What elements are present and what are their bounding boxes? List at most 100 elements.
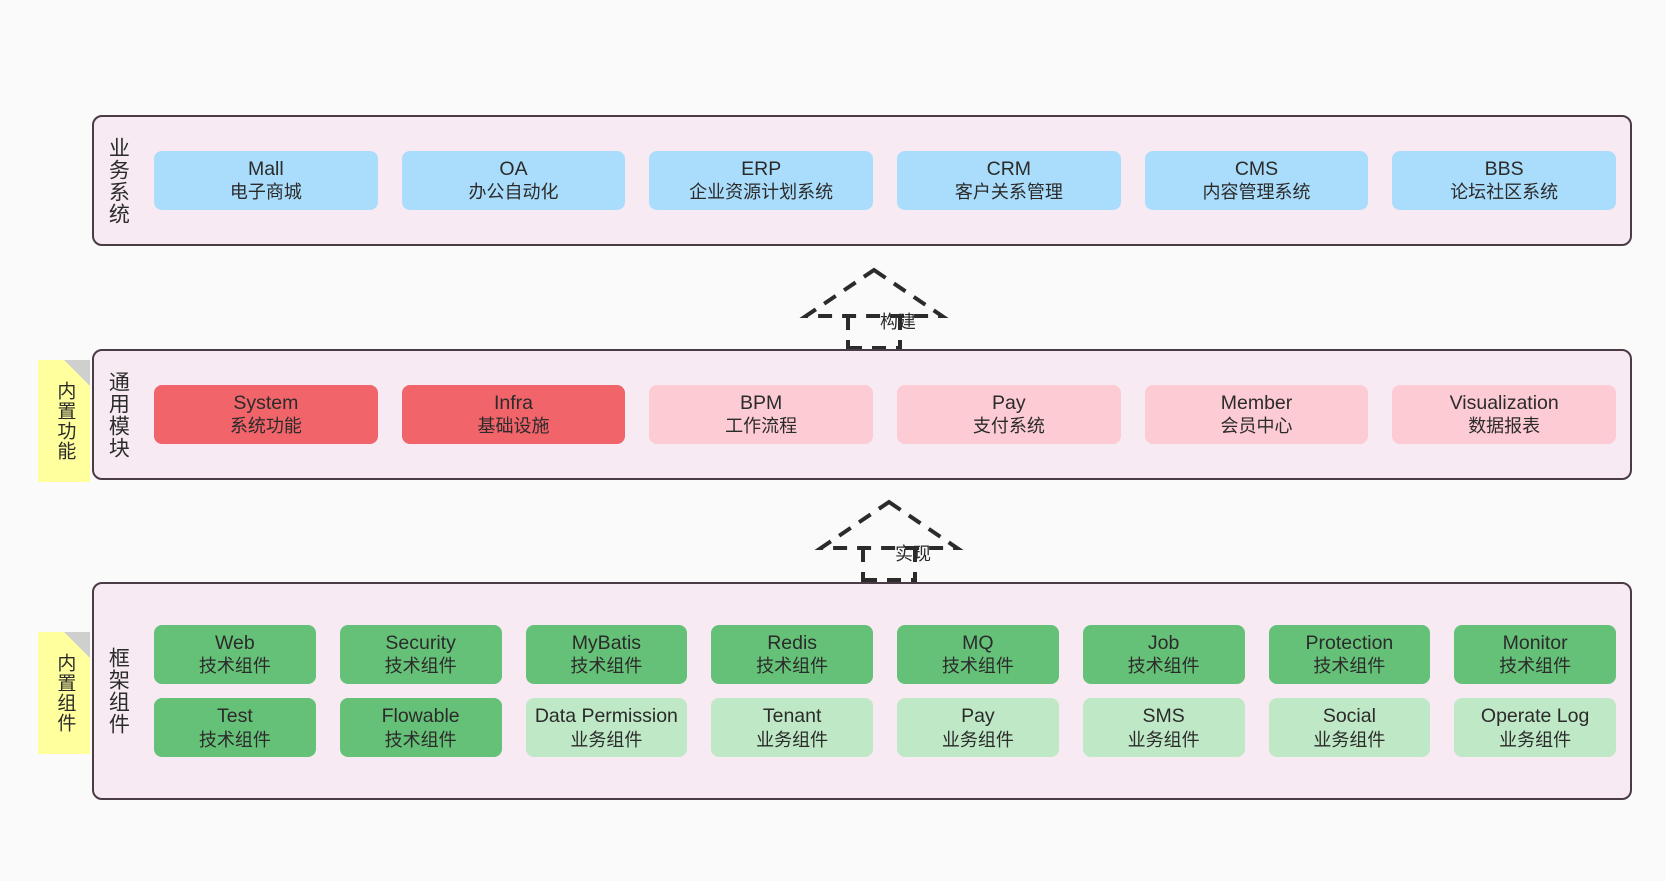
box-redis[interactable]: Redis 技术组件 bbox=[711, 624, 873, 684]
box-title-cn: 工作流程 bbox=[725, 416, 798, 437]
box-title-en: Flowable bbox=[381, 705, 460, 727]
box-member[interactable]: Member 会员中心 bbox=[1144, 384, 1369, 445]
box-title-en: Member bbox=[1220, 391, 1293, 414]
box-title-cn: 技术组件 bbox=[756, 656, 829, 677]
box-cms[interactable]: CMS 内容管理系统 bbox=[1144, 150, 1369, 211]
box-title-cn: 业务组件 bbox=[1127, 729, 1200, 750]
box-title-en: Visualization bbox=[1449, 391, 1559, 414]
box-pay-component[interactable]: Pay 业务组件 bbox=[897, 698, 1059, 758]
box-title-cn: 支付系统 bbox=[972, 416, 1045, 437]
box-title-en: Job bbox=[1147, 631, 1180, 654]
box-flowable[interactable]: Flowable 技术组件 bbox=[339, 698, 502, 758]
box-row: System 系统功能 Infra 基础设施 BPM 工作流程 Pay 支付系统… bbox=[154, 384, 1617, 445]
box-title-cn: 业务组件 bbox=[570, 729, 643, 750]
box-title-cn: 会员中心 bbox=[1220, 416, 1293, 437]
box-visualization[interactable]: Visualization 数据报表 bbox=[1392, 384, 1617, 445]
box-title-cn: 数据报表 bbox=[1468, 416, 1541, 437]
box-title-cn: 技术组件 bbox=[1499, 656, 1572, 677]
box-title-en: System bbox=[233, 391, 299, 414]
box-bbs[interactable]: BBS 论坛社区系统 bbox=[1392, 150, 1617, 211]
box-title-cn: 技术组件 bbox=[384, 729, 457, 750]
box-tenant[interactable]: Tenant 业务组件 bbox=[711, 698, 873, 758]
box-title-en: BPM bbox=[740, 391, 783, 414]
box-oa[interactable]: OA 办公自动化 bbox=[401, 150, 626, 211]
box-title-en: Protection bbox=[1305, 631, 1394, 654]
connector-label-implement: 实现 bbox=[895, 544, 931, 564]
box-title-cn: 业务组件 bbox=[1313, 729, 1386, 750]
box-title-en: BBS bbox=[1484, 157, 1524, 180]
box-title-en: CMS bbox=[1234, 157, 1279, 180]
box-title-cn: 技术组件 bbox=[198, 656, 271, 677]
box-title-en: Infra bbox=[493, 391, 534, 414]
box-title-cn: 电子商城 bbox=[229, 182, 302, 203]
box-title-cn: 技术组件 bbox=[1127, 656, 1200, 677]
box-title-en: MyBatis bbox=[571, 631, 642, 654]
box-infra[interactable]: Infra 基础设施 bbox=[401, 384, 626, 445]
layer-body-business-systems: Mall 电子商城 OA 办公自动化 ERP 企业资源计划系统 CRM 客户关系… bbox=[140, 117, 1630, 244]
box-title-en: Monitor bbox=[1502, 631, 1568, 654]
box-title-en: Pay bbox=[961, 705, 995, 727]
layer-body-common-modules: System 系统功能 Infra 基础设施 BPM 工作流程 Pay 支付系统… bbox=[140, 351, 1630, 478]
layer-body-framework-components: Web 技术组件 Security 技术组件 MyBatis 技术组件 Redi… bbox=[140, 584, 1630, 798]
layer-title-framework-components: 框架组件 bbox=[106, 647, 130, 735]
box-erp[interactable]: ERP 企业资源计划系统 bbox=[649, 150, 874, 211]
box-title-cn: 技术组件 bbox=[198, 729, 271, 750]
connector-build: 构建 bbox=[799, 267, 949, 350]
layer-business-systems: 业务系统 Mall 电子商城 OA 办公自动化 ERP 企业资源计划系统 CRM… bbox=[92, 115, 1632, 246]
box-title-en: Pay bbox=[992, 391, 1026, 414]
box-title-en: ERP bbox=[741, 157, 782, 180]
box-title-cn: 论坛社区系统 bbox=[1450, 182, 1559, 203]
box-title-cn: 客户关系管理 bbox=[954, 182, 1063, 203]
box-social[interactable]: Social 业务组件 bbox=[1268, 698, 1431, 758]
layer-framework-components: 框架组件 Web 技术组件 Security 技术组件 MyBatis 技术组件… bbox=[92, 582, 1632, 800]
note-label: 内置功能 bbox=[54, 381, 76, 461]
box-sms[interactable]: SMS 业务组件 bbox=[1082, 698, 1245, 758]
box-system[interactable]: System 系统功能 bbox=[154, 384, 378, 445]
note-label: 内置组件 bbox=[54, 653, 76, 733]
box-title-en: Mall bbox=[247, 157, 284, 180]
box-title-en: OA bbox=[499, 157, 528, 180]
box-title-en: Redis bbox=[767, 631, 818, 654]
box-web[interactable]: Web 技术组件 bbox=[154, 624, 316, 684]
box-title-cn: 技术组件 bbox=[941, 656, 1014, 677]
generalization-arrow-icon bbox=[799, 267, 949, 350]
connector-label-build: 构建 bbox=[880, 312, 916, 332]
box-protection[interactable]: Protection 技术组件 bbox=[1268, 624, 1431, 684]
layer-title-common-modules: 通用模块 bbox=[106, 370, 130, 459]
box-job[interactable]: Job 技术组件 bbox=[1082, 624, 1245, 684]
box-operate-log[interactable]: Operate Log 业务组件 bbox=[1454, 698, 1616, 758]
box-title-en: CRM bbox=[986, 157, 1032, 180]
box-row: Web 技术组件 Security 技术组件 MyBatis 技术组件 Redi… bbox=[154, 624, 1616, 684]
box-title-en: SMS bbox=[1142, 705, 1185, 727]
box-mq[interactable]: MQ 技术组件 bbox=[897, 624, 1059, 684]
box-title-en: Social bbox=[1322, 705, 1376, 727]
box-mybatis[interactable]: MyBatis 技术组件 bbox=[525, 624, 688, 684]
box-data-permission[interactable]: Data Permission 业务组件 bbox=[525, 698, 688, 758]
box-title-cn: 系统功能 bbox=[229, 416, 302, 437]
box-security[interactable]: Security 技术组件 bbox=[339, 624, 502, 684]
note-fold-corner-icon bbox=[64, 632, 90, 658]
box-title-en: Data Permission bbox=[534, 705, 678, 727]
box-title-cn: 办公自动化 bbox=[468, 182, 559, 203]
box-title-en: MQ bbox=[962, 631, 994, 654]
box-title-en: Web bbox=[215, 631, 255, 654]
box-title-en: Tenant bbox=[762, 705, 822, 727]
box-title-cn: 基础设施 bbox=[477, 416, 550, 437]
layer-common-modules: 通用模块 System 系统功能 Infra 基础设施 BPM 工作流程 Pay… bbox=[92, 349, 1632, 480]
box-crm[interactable]: CRM 客户关系管理 bbox=[897, 150, 1121, 211]
box-title-cn: 技术组件 bbox=[1313, 656, 1386, 677]
box-title-cn: 业务组件 bbox=[1499, 729, 1572, 750]
layer-title-business-systems: 业务系统 bbox=[106, 136, 130, 225]
box-pay-module[interactable]: Pay 支付系统 bbox=[897, 384, 1121, 445]
box-title-en: Test bbox=[216, 705, 253, 727]
generalization-arrow-icon bbox=[814, 499, 964, 582]
box-title-en: Security bbox=[385, 631, 456, 654]
box-test[interactable]: Test 技术组件 bbox=[154, 698, 316, 758]
box-monitor[interactable]: Monitor 技术组件 bbox=[1454, 624, 1616, 684]
box-mall[interactable]: Mall 电子商城 bbox=[154, 150, 378, 211]
box-row: Test 技术组件 Flowable 技术组件 Data Permission … bbox=[154, 698, 1616, 758]
box-bpm[interactable]: BPM 工作流程 bbox=[649, 384, 874, 445]
box-row: Mall 电子商城 OA 办公自动化 ERP 企业资源计划系统 CRM 客户关系… bbox=[154, 150, 1617, 211]
note-builtin-components: 内置组件 bbox=[38, 632, 90, 754]
